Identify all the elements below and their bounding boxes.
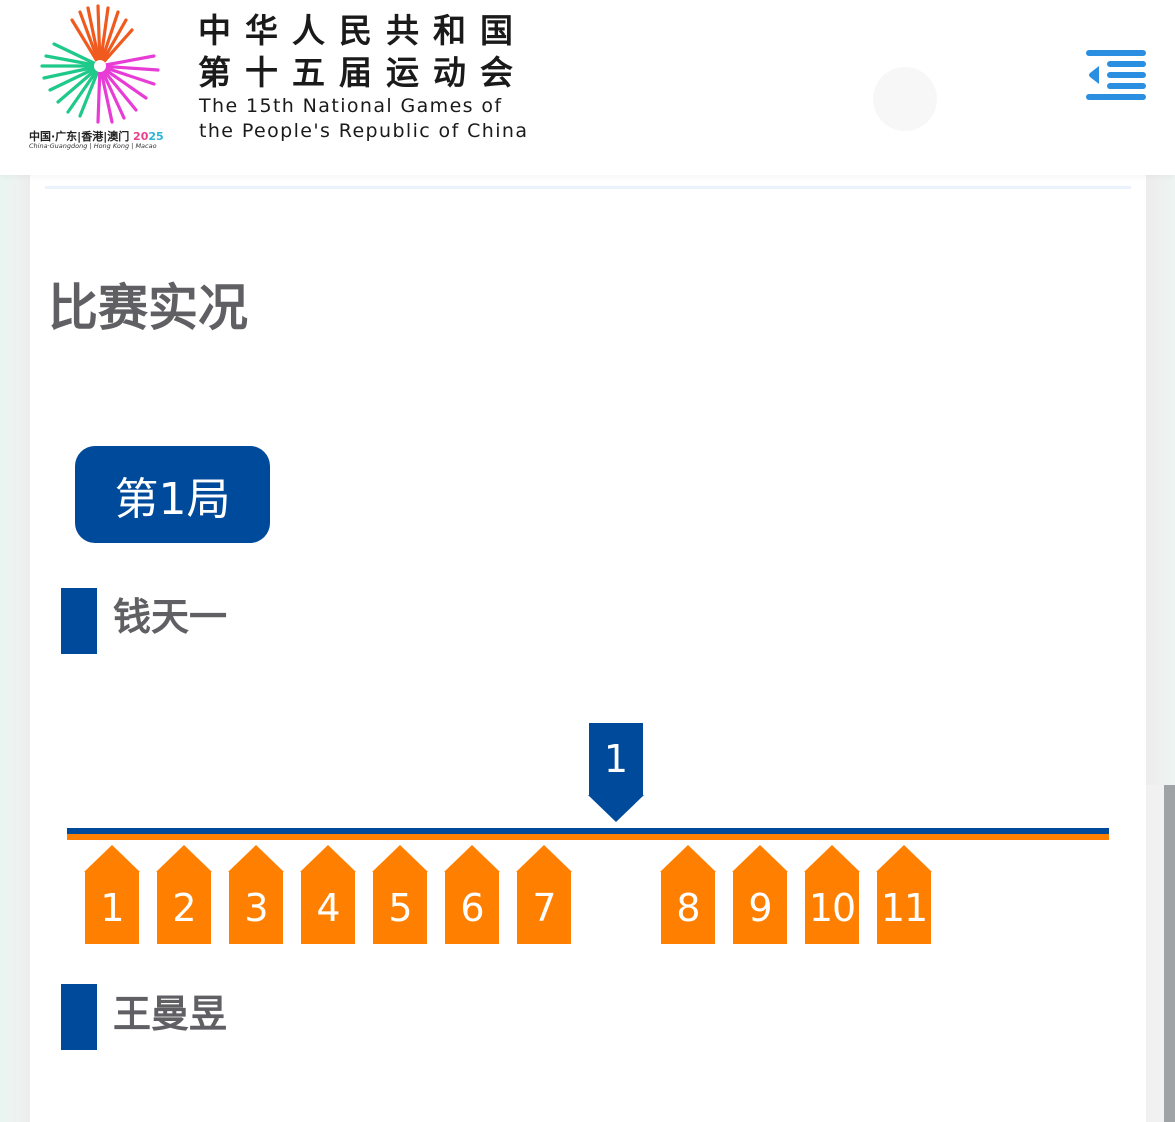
bottom-point-marker: 2 bbox=[156, 845, 212, 944]
bottom-point-label: 7 bbox=[517, 872, 571, 944]
arrow-up-icon bbox=[300, 845, 356, 872]
bottom-point-label: 8 bbox=[661, 872, 715, 944]
section-title: 比赛实况 bbox=[48, 279, 248, 337]
national-games-logo-icon[interactable] bbox=[36, 4, 164, 128]
bottom-point-label: 2 bbox=[157, 872, 211, 944]
player-bottom-name: 王曼昱 bbox=[113, 992, 228, 1036]
bottom-point-label: 11 bbox=[877, 872, 931, 944]
player-bottom-marker-bar bbox=[61, 984, 97, 1050]
logo-subtitle-cn: 中国·广东|香港|澳门 2025 bbox=[29, 130, 164, 143]
player-top-marker-bar bbox=[61, 588, 97, 654]
scrollbar-thumb[interactable] bbox=[1164, 785, 1175, 1122]
bottom-point-marker: 4 bbox=[300, 845, 356, 944]
bottom-point-marker: 7 bbox=[516, 845, 572, 944]
arrow-up-icon bbox=[156, 845, 212, 872]
arrow-up-icon bbox=[228, 845, 284, 872]
arrow-up-icon bbox=[372, 845, 428, 872]
bottom-point-marker: 5 bbox=[372, 845, 428, 944]
round-tab-1[interactable]: 第1局 bbox=[75, 446, 270, 543]
bottom-point-marker: 1 bbox=[84, 845, 140, 944]
bottom-point-label: 10 bbox=[805, 872, 859, 944]
bottom-point-marker: 8 bbox=[660, 845, 716, 944]
bottom-point-label: 9 bbox=[733, 872, 787, 944]
arrow-down-icon bbox=[588, 795, 644, 822]
bottom-point-marker: 11 bbox=[876, 845, 932, 944]
score-track-top-line bbox=[67, 828, 1109, 834]
site-title-en-line1: The 15th National Games of bbox=[199, 95, 503, 117]
site-title-en-line2: the People's Republic of China bbox=[199, 120, 529, 142]
arrow-up-icon bbox=[804, 845, 860, 872]
menu-indent-icon bbox=[1086, 50, 1146, 100]
bottom-point-label: 6 bbox=[445, 872, 499, 944]
site-title-cn-line2: 第十五届运动会 bbox=[198, 53, 527, 92]
bottom-point-label: 3 bbox=[229, 872, 283, 944]
header-divider bbox=[45, 186, 1131, 189]
arrow-up-icon bbox=[516, 845, 572, 872]
bottom-point-label: 4 bbox=[301, 872, 355, 944]
top-point-label: 1 bbox=[589, 723, 643, 795]
bottom-point-marker: 6 bbox=[444, 845, 500, 944]
bottom-point-marker: 3 bbox=[228, 845, 284, 944]
arrow-up-icon bbox=[876, 845, 932, 872]
bottom-point-marker: 9 bbox=[732, 845, 788, 944]
site-header: 中国·广东|香港|澳门 2025 China·Guangdong | Hong … bbox=[0, 0, 1175, 175]
site-title-cn-line1: 中华人民共和国 bbox=[198, 11, 527, 50]
score-track-bottom-line bbox=[67, 834, 1109, 840]
arrow-up-icon bbox=[660, 845, 716, 872]
logo-subtitle-en: China·Guangdong | Hong Kong | Macao bbox=[29, 142, 157, 150]
top-point-marker: 1 bbox=[588, 723, 644, 822]
arrow-up-icon bbox=[732, 845, 788, 872]
faded-circle-decoration bbox=[873, 67, 937, 131]
bottom-point-marker: 10 bbox=[804, 845, 860, 944]
live-match-card bbox=[30, 175, 1146, 1122]
arrow-up-icon bbox=[84, 845, 140, 872]
menu-button[interactable] bbox=[1085, 49, 1147, 101]
bottom-point-label: 5 bbox=[373, 872, 427, 944]
page-background-left bbox=[0, 175, 30, 1122]
arrow-up-icon bbox=[444, 845, 500, 872]
player-top-name: 钱天一 bbox=[113, 595, 228, 639]
bottom-point-label: 1 bbox=[85, 872, 139, 944]
